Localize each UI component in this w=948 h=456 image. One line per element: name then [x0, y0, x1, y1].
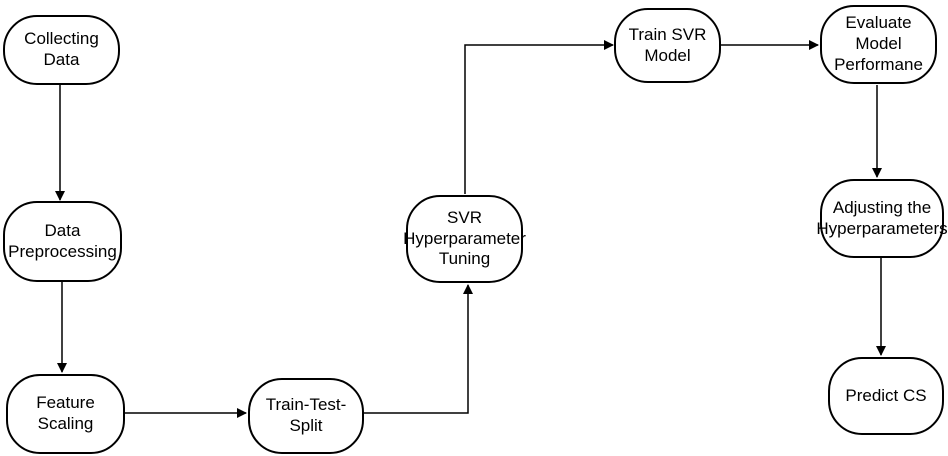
arrow-tuning-to-train — [464, 40, 614, 194]
arrow-split-to-tuning — [364, 284, 473, 414]
node-svr-hyperparameter-tuning: SVR Hyperparameter Tuning — [403, 195, 526, 283]
node-feature-scaling: Feature Scaling — [6, 374, 125, 454]
node-predict-cs: Predict CS — [828, 357, 944, 435]
node-train-test-split: Train-Test-Split — [248, 378, 364, 454]
node-adjusting-hyperparameters: Adjusting the Hyperparameters — [816, 179, 948, 258]
node-evaluate-model-performance: Evaluate Model Performane — [820, 5, 937, 84]
node-collecting-data: Collecting Data — [3, 15, 120, 85]
node-train-svr-model: Train SVR Model — [614, 8, 721, 83]
node-data-preprocessing: Data Preprocessing — [3, 201, 122, 282]
